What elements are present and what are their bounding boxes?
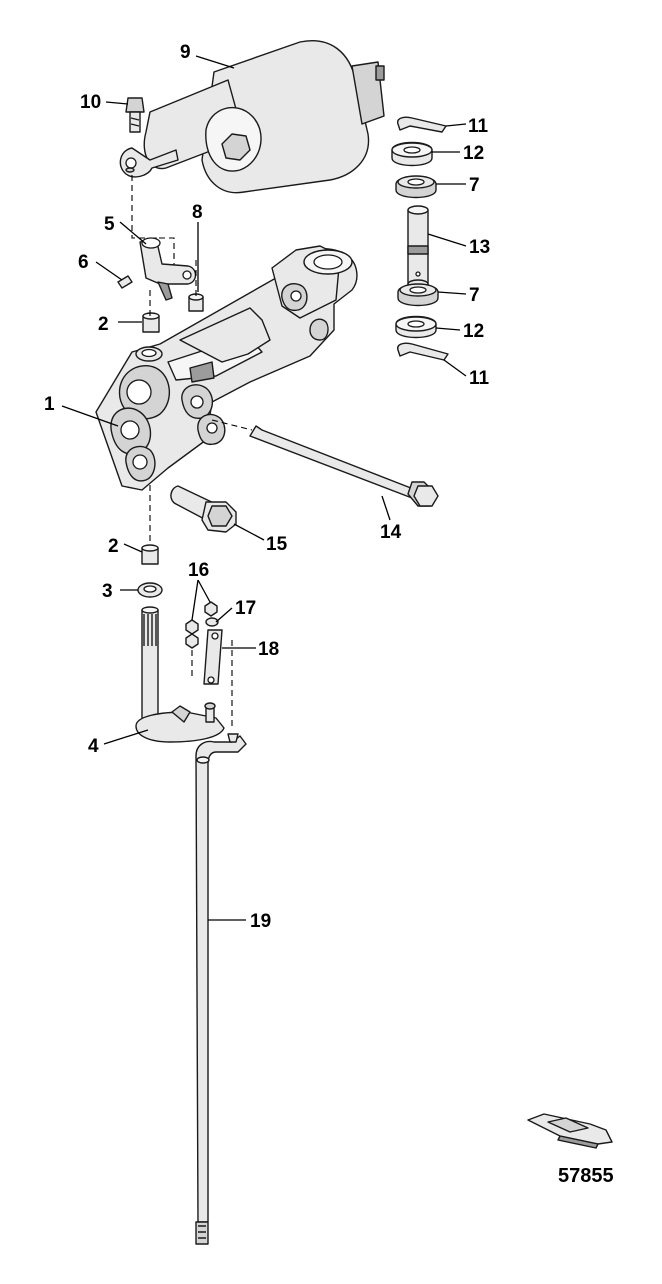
callout-16: 16 <box>188 560 209 581</box>
callout-12-upper: 12 <box>463 143 484 164</box>
pin-part-6 <box>117 275 133 289</box>
callout-10: 10 <box>80 92 101 113</box>
callout-19: 19 <box>250 911 271 932</box>
shift-rod-part-19 <box>195 733 247 1245</box>
link-part-18 <box>203 629 223 685</box>
callout-14: 14 <box>380 522 402 543</box>
callout-11-lower: 11 <box>469 368 490 389</box>
callout-6: 6 <box>78 252 89 273</box>
bolt-part-10 <box>125 97 145 133</box>
sleeve-part-8 <box>188 293 204 312</box>
callout-7-upper: 7 <box>469 175 480 196</box>
nuts-part-16 <box>185 601 218 649</box>
bushing-lower-part-2 <box>141 544 159 565</box>
callout-13: 13 <box>469 237 490 258</box>
callout-1: 1 <box>44 394 55 415</box>
bushing-upper-part-2 <box>142 312 160 333</box>
callout-12-lower: 12 <box>463 321 484 342</box>
leader-lines <box>61 55 467 921</box>
callout-5: 5 <box>104 214 115 235</box>
washer-upper-part-12 <box>391 141 433 167</box>
grommet-upper-part-7 <box>395 175 437 199</box>
cotter-pin-upper-part-11 <box>397 116 447 133</box>
steering-housing-part-1 <box>95 245 358 491</box>
bearing-part-3 <box>137 582 163 598</box>
washer-lower-part-12 <box>395 315 437 339</box>
callout-15: 15 <box>266 534 288 555</box>
tiller-arm-part-5 <box>139 237 197 301</box>
callout-2-upper: 2 <box>98 314 109 335</box>
washer-part-17 <box>205 617 219 627</box>
callout-7-lower: 7 <box>469 285 480 306</box>
callout-2-lower: 2 <box>108 536 119 557</box>
pivot-bolt-part-15 <box>170 485 237 533</box>
callout-8: 8 <box>192 202 203 223</box>
steering-actuator-part-9 <box>119 40 385 194</box>
callout-4: 4 <box>88 736 99 757</box>
callout-18: 18 <box>258 639 279 660</box>
pin-part-13 <box>407 205 429 289</box>
shift-shaft-part-4 <box>135 606 225 743</box>
callout-9: 9 <box>180 42 191 63</box>
callout-3: 3 <box>102 581 113 602</box>
boat-orientation-icon <box>527 1113 613 1149</box>
callout-11-upper: 11 <box>468 116 489 137</box>
through-bolt-part-14 <box>249 425 439 507</box>
cotter-pin-lower-part-11 <box>397 342 449 361</box>
illustration-reference-number: 57855 <box>558 1165 614 1187</box>
grommet-lower-part-7 <box>397 283 439 307</box>
callout-17: 17 <box>235 598 256 619</box>
